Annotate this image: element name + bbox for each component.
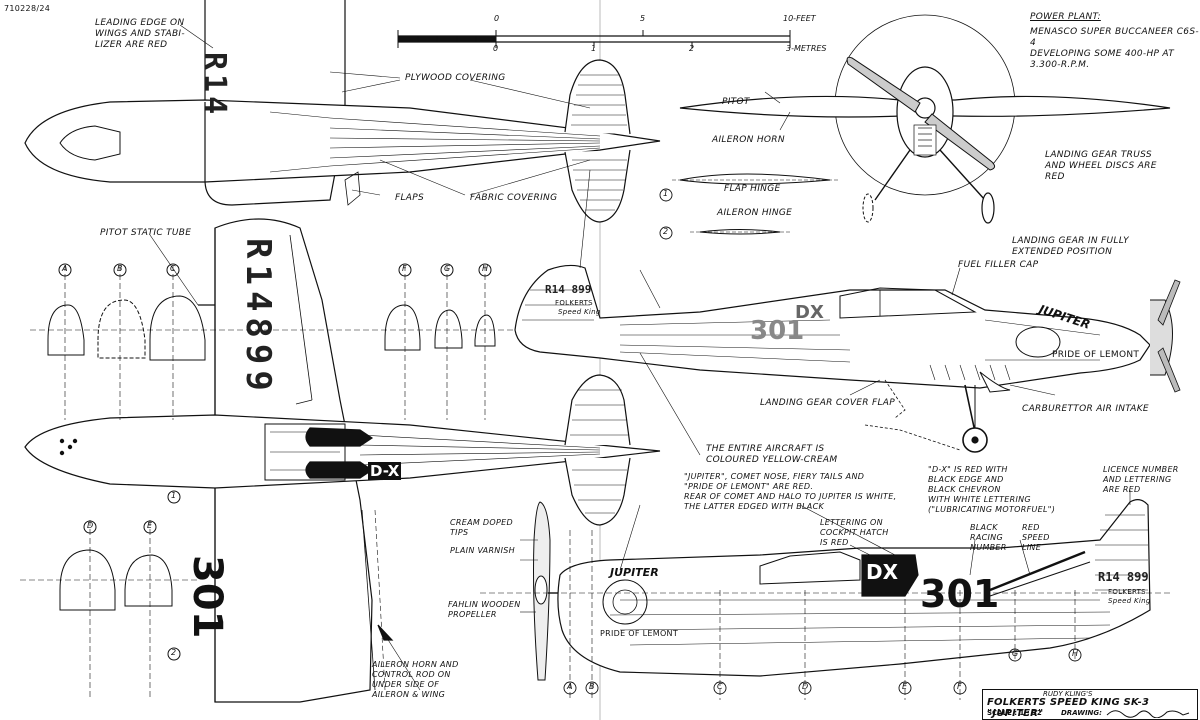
power-plant-heading: POWER PLANT: (1030, 12, 1101, 22)
marking-folkerts-side: FOLKERTS (555, 299, 593, 307)
marking-dx-side: DX (795, 302, 824, 323)
title-author: RUDY KLING'S (1043, 690, 1093, 698)
scale-metre-0: 0 (493, 44, 499, 53)
station-ref-c: C (717, 682, 723, 691)
marking-tail-reg-livery: R14 899 (1098, 570, 1149, 584)
note-flap-hinge: FLAP HINGE (724, 184, 781, 194)
side-view-livery (480, 490, 1170, 700)
note-aileron-hinge: AILERON HINGE (717, 208, 793, 218)
marking-dx-plan: D-X (368, 462, 402, 480)
note-plain-varnish: PLAIN VARNISH (450, 546, 515, 555)
station-ref-g: G (1012, 649, 1019, 658)
station-ref-d: D (802, 682, 809, 691)
marking-speed-king-side: Speed King (558, 308, 601, 316)
hinge-details (659, 173, 840, 240)
note-black-racing: BLACK RACING NUMBER (970, 523, 1007, 552)
station-ref-b: B (589, 682, 595, 691)
scale-metre-3: 3-METRES (786, 44, 827, 53)
note-aileron-horn: AILERON HORN (712, 135, 785, 145)
marking-race-number-side: 301 (750, 316, 805, 346)
scale-feet-10: 10-FEET (783, 14, 816, 23)
scale-feet-5: 5 (640, 14, 646, 23)
note-dx: "D-X" IS RED WITH BLACK EDGE AND BLACK C… (928, 465, 1056, 514)
marking-pride-side: PRIDE OF LEMONT (1052, 350, 1140, 360)
scale-bar (397, 30, 791, 48)
note-fahlin: FAHLIN WOODEN PROPELLER (448, 600, 521, 619)
note-fuel-filler: FUEL FILLER CAP (958, 260, 1039, 270)
section-ref-g: G (444, 264, 451, 273)
section-ref-b: B (117, 264, 123, 273)
front-view (679, 14, 1171, 224)
side-view-structure (514, 169, 1181, 456)
title-drawing: DRAWING: (1061, 709, 1102, 717)
detail-ref-2-plan: 2 (171, 648, 177, 657)
power-plant-text: MENASCO SUPER BUCCANEER C6S-4 DEVELOPING… (1030, 27, 1199, 70)
marking-jupiter-livery: JUPITER (610, 566, 659, 579)
section-ref-a: A (62, 264, 68, 273)
marking-dx-livery: DX (866, 560, 899, 584)
station-ref-f: F (957, 682, 962, 691)
marking-race-number-livery: 301 (920, 572, 1000, 616)
sheet-code: 710228/24 (4, 4, 51, 13)
section-ref-f: F (402, 264, 407, 273)
section-ref-e: E (147, 521, 153, 530)
marking-reg-top: R14 (197, 52, 232, 119)
scale-metre-2: 2 (689, 44, 695, 53)
section-ref-c: C (170, 264, 176, 273)
note-carb-intake: CARBURETTOR AIR INTAKE (1022, 404, 1149, 414)
note-pitot-static: PITOT STATIC TUBE (100, 228, 192, 238)
note-gear-extended: LANDING GEAR IN FULLY EXTENDED POSITION (1012, 236, 1129, 257)
detail-ref-2: 2 (663, 227, 669, 236)
station-ref-a: A (567, 682, 573, 691)
plan-view (24, 218, 661, 703)
signature-icon (1106, 710, 1190, 718)
note-pitot: PITOT (722, 97, 750, 107)
note-aileron-horn-control: AILERON HORN AND CONTROL ROD ON UNDER SI… (372, 660, 459, 699)
wing-sections (20, 263, 560, 700)
station-ref-h: H (1072, 649, 1079, 658)
note-lettering-hatch: LETTERING ON COCKPIT HATCH IS RED (820, 518, 889, 547)
note-plywood: PLYWOOD COVERING (405, 73, 506, 83)
detail-ref-1-plan: 1 (171, 491, 177, 500)
marking-speed-king-livery: Speed King (1108, 597, 1151, 605)
station-ref-e: E (902, 682, 908, 691)
note-landing-gear-truss: LANDING GEAR TRUSS AND WHEEL DISCS ARE R… (1045, 150, 1157, 182)
marking-tail-reg-side: R14 899 (545, 283, 592, 296)
note-red-speed: RED SPEED LINE (1022, 523, 1050, 552)
title-scale: SCALE : 1 : 32 (987, 709, 1042, 717)
section-ref-h: H (482, 264, 489, 273)
note-gear-cover-flap: LANDING GEAR COVER FLAP (760, 398, 895, 408)
section-ref-d: D (87, 521, 94, 530)
title-block: RUDY KLING'S FOLKERTS SPEED KING SK-3 "J… (982, 689, 1198, 720)
marking-folkerts-livery: FOLKERTS (1108, 588, 1146, 596)
note-cream-tips: CREAM DOPED TIPS (450, 518, 513, 537)
note-licence: LICENCE NUMBER AND LETTERING ARE RED (1103, 465, 1179, 494)
detail-ref-1: 1 (663, 189, 669, 198)
marking-reg-wing: R14899 (238, 238, 278, 397)
note-leading-edge: LEADING EDGE ON WINGS AND STABI- LIZER A… (95, 18, 185, 50)
note-fabric: FABRIC COVERING (470, 193, 558, 203)
note-flaps: FLAPS (395, 193, 424, 203)
marking-pride-livery: PRIDE OF LEMONT (600, 629, 679, 638)
note-jupiter: "JUPITER", COMET NOSE, FIERY TAILS AND "… (684, 472, 897, 511)
top-view (24, 0, 661, 223)
marking-race-number-plan: 301 (184, 555, 230, 639)
scale-feet-0: 0 (494, 14, 500, 23)
scale-metre-1: 1 (591, 44, 597, 53)
note-entire-aircraft: THE ENTIRE AIRCRAFT IS COLOURED YELLOW-C… (706, 444, 838, 465)
title-main: FOLKERTS SPEED KING SK-3 "JUPITER" (987, 697, 1150, 719)
